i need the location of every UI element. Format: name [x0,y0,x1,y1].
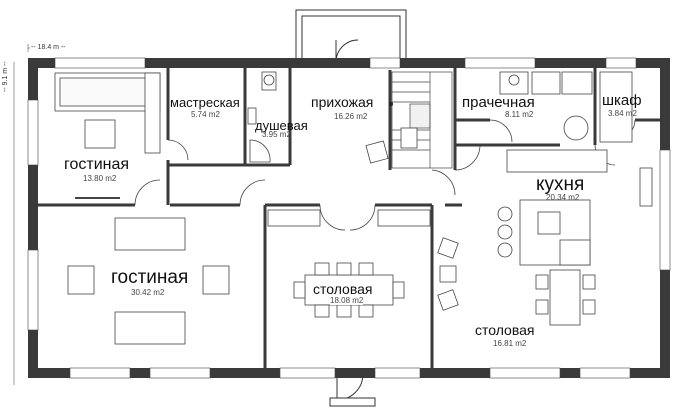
room-wardrobe-area: 3.84 m2 [608,109,637,118]
room-dining-center-name: столовая [313,281,373,297]
room-hallway-area: 16.26 m2 [334,112,368,121]
room-laundry-name: прачечная [462,94,535,111]
room-kitchen-area: 20.34 m2 [546,193,580,202]
room-dining-right-name: столовая [475,322,535,338]
room-workshop-area: 5.74 m2 [191,110,220,119]
interior-walls [38,68,660,368]
room-dining-right-area: 16.81 m2 [493,339,527,348]
width-dimension: -- 18.4 m -- [31,44,66,51]
room-wardrobe-name: шкаф [602,92,642,109]
room-kitchen-name: кухня [536,174,585,195]
height-dimension: -- 9.1 m -- [2,61,9,92]
room-shower-name: душевая [255,118,308,133]
dimension-lines [13,44,30,385]
room-living-small-area: 13.80 m2 [83,174,117,183]
room-laundry-area: 8.11 m2 [505,110,534,119]
furniture [54,71,653,345]
staircase [391,71,453,169]
room-living-large-name: гостиная [111,267,189,288]
door-swings [134,119,636,231]
windows [27,57,671,379]
room-living-large-area: 30.42 m2 [131,288,165,297]
stair-marker [389,102,393,106]
room-shower-area: 3.95 m2 [262,130,291,139]
room-workshop-name: мастреская [170,95,240,110]
room-dining-center-area: 18.08 m2 [330,296,364,305]
room-living-small-name: гостиная [64,156,130,173]
room-hallway-name: прихожая [311,94,374,110]
entrance-porch [295,9,407,63]
